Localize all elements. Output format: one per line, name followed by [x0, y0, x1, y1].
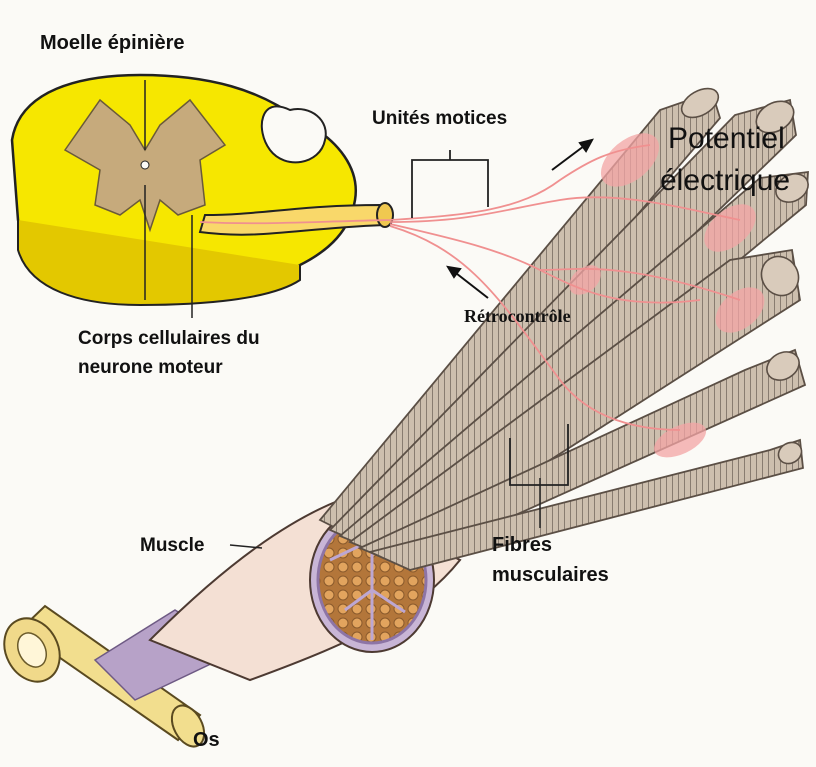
moelle-label: Moelle épinière [40, 32, 185, 55]
corps-cellulaires-label: Corps cellulaires du neurone moteur [78, 324, 260, 382]
motor-unit-bracket [412, 150, 488, 218]
corps-line-1: Corps cellulaires du [78, 324, 260, 353]
potentiel-line-1: Potentiel [660, 118, 790, 160]
fibres-musculaires-label: Fibres musculaires [492, 530, 609, 590]
potentiel-label: Potentiel électrique [660, 118, 790, 202]
corps-line-2: neurone moteur [78, 353, 260, 382]
fibres-line-1: Fibres [492, 530, 609, 560]
potentiel-line-2: électrique [660, 160, 790, 202]
os-label: Os [193, 729, 220, 752]
muscle-label: Muscle [140, 535, 204, 557]
spinal-cord [12, 75, 356, 305]
retrocontrole-label: Rétrocontrôle [464, 306, 571, 327]
fibres-line-2: musculaires [492, 560, 609, 590]
potentiel-arrow [552, 140, 592, 170]
unites-motrices-label: Unités motices [372, 108, 507, 130]
